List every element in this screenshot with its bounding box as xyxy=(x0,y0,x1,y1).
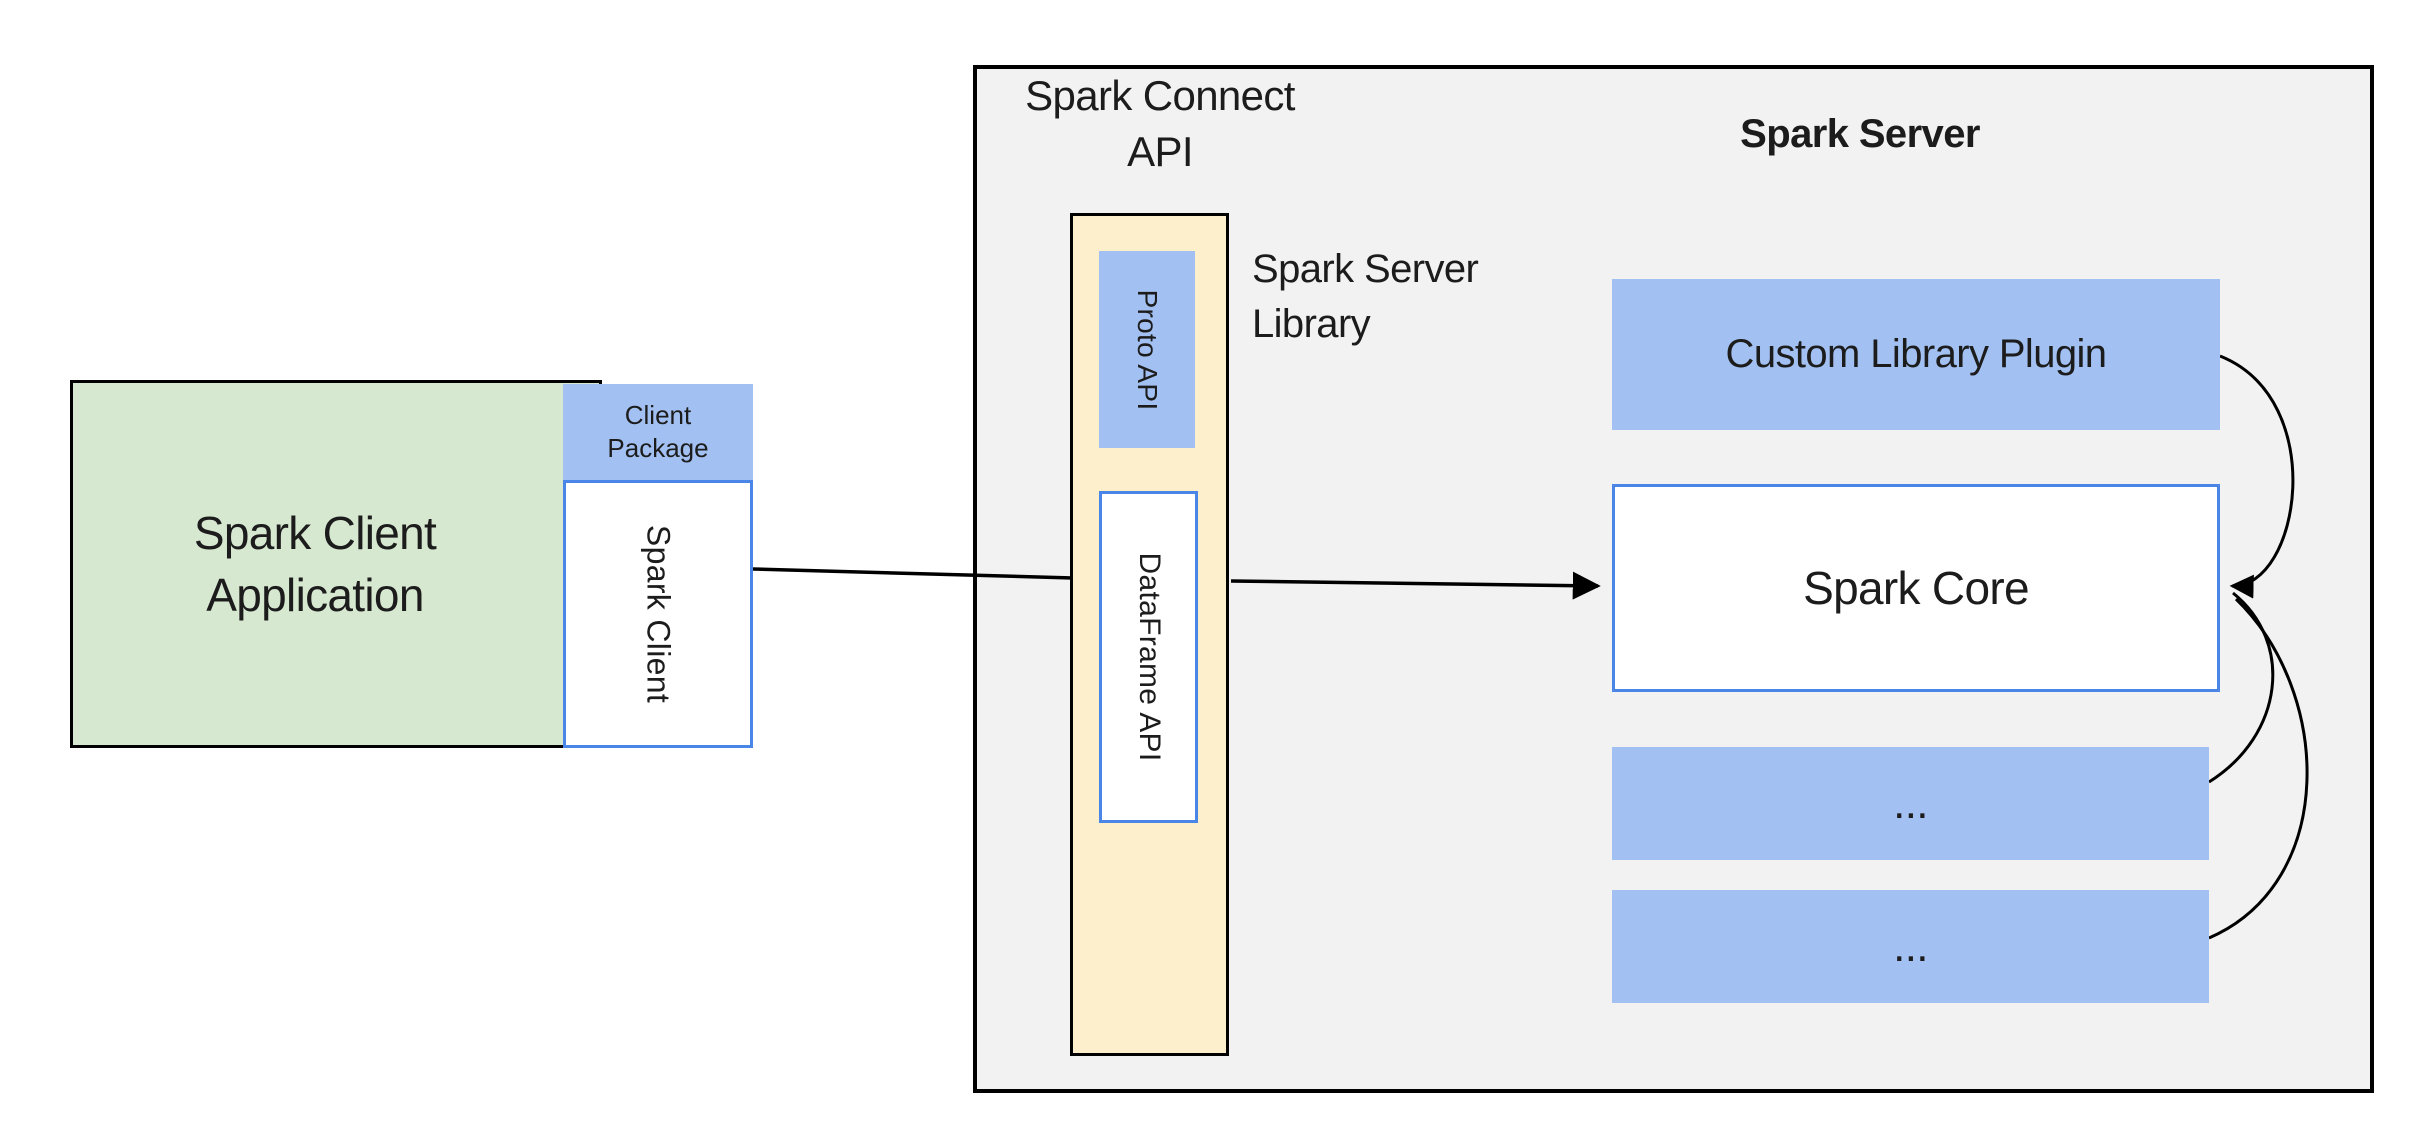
proto-api-label: Proto API xyxy=(1132,289,1163,410)
spark-server-library-label-line2: Library xyxy=(1252,302,1371,346)
arrow-plugin-slot-2-to-spark-core xyxy=(2208,597,2309,940)
spark-core-box: Spark Core xyxy=(1612,484,2220,692)
arrow-plugin-slot-1-to-spark-core xyxy=(2208,591,2275,784)
plugin-slot-2-box: ... xyxy=(1612,890,2209,1003)
arrow-custom-library-plugin-to-spark-core xyxy=(2219,354,2295,599)
spark-connect-api-title-line2: API xyxy=(1127,128,1193,175)
plugin-slot-1-box: ... xyxy=(1612,747,2209,860)
dataframe-api-label: DataFrame API xyxy=(1132,552,1166,762)
spark-client-label: Spark Client xyxy=(640,524,677,704)
spark-connect-api-column: Proto API DataFrame API xyxy=(1070,213,1229,1056)
spark-connect-api-title-line1: Spark Connect xyxy=(1025,72,1295,119)
custom-library-plugin-box: Custom Library Plugin xyxy=(1612,279,2220,430)
client-package-box: Client Package xyxy=(563,384,753,480)
spark-client-application-label-line2: Application xyxy=(206,569,424,621)
spark-server-library-label: Spark Server Library xyxy=(1252,242,1652,352)
spark-client-application-label-line1: Spark Client xyxy=(193,507,437,559)
arrow-client-to-connect-api xyxy=(752,567,1074,580)
client-package-label-line2: Package xyxy=(607,433,709,463)
dataframe-api-box: DataFrame API xyxy=(1099,491,1198,823)
spark-server-title: Spark Server xyxy=(1740,112,1980,156)
arrow-connect-api-to-spark-core xyxy=(1230,571,1601,600)
spark-client-box: Spark Client xyxy=(563,480,753,748)
spark-server-library-label-line1: Spark Server xyxy=(1252,247,1479,291)
spark-connect-api-title: Spark Connect API xyxy=(960,68,1360,180)
spark-client-application-box: Spark Client Application xyxy=(70,380,602,748)
client-package-label-line1: Client xyxy=(624,400,692,430)
proto-api-box: Proto API xyxy=(1099,251,1195,448)
